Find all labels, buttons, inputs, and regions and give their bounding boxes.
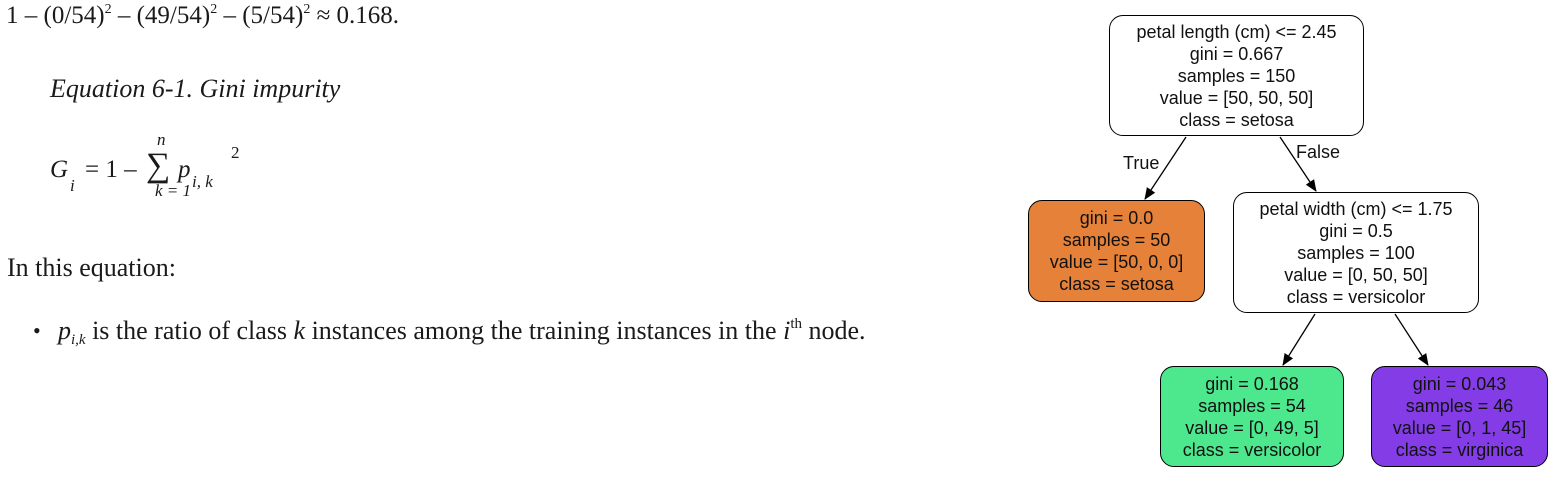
formula-part: ≈ 0.168. <box>310 2 400 29</box>
edge-label-true: True <box>1123 153 1160 173</box>
tree-node-versicolor-leaf: gini = 0.168 samples = 54 value = [0, 49… <box>1160 366 1344 467</box>
edge-split2-to-virginica <box>1394 313 1429 366</box>
summation-upper-limit: n <box>157 130 166 149</box>
equation-subscript-i: i <box>70 176 75 195</box>
symbol-k: k <box>293 316 306 345</box>
formula-part: – (5/54) <box>217 2 304 29</box>
node-line: petal width (cm) <= 1.75 <box>1259 198 1453 219</box>
equation-subscript-ik: i, k <box>192 172 213 191</box>
node-line: samples = 54 <box>1198 395 1306 416</box>
bullet-text-part: node. <box>801 316 866 345</box>
equation-equals: = 1 – <box>85 156 137 183</box>
formula-part: 1 – (0/54) <box>6 2 105 29</box>
node-line: gini = 0.667 <box>1189 43 1284 64</box>
node-line: samples = 50 <box>1062 230 1171 250</box>
exponent: 2 <box>303 2 311 17</box>
node-line: gini = 0.5 <box>1319 220 1393 241</box>
node-line: value = [50, 50, 50] <box>1159 87 1314 108</box>
node-line: petal length (cm) <= 2.45 <box>1136 21 1337 42</box>
node-line: class = virginica <box>1395 439 1524 460</box>
node-line: class = versicolor <box>1182 439 1322 460</box>
node-line: samples = 46 <box>1405 395 1514 416</box>
symbol-p: p <box>58 316 71 345</box>
node-line: value = [50, 0, 0] <box>1049 252 1184 272</box>
node-line: class = setosa <box>1179 109 1294 130</box>
equation-caption: Equation 6-1. Gini impurity <box>50 74 341 103</box>
intro-paragraph: In this equation: <box>7 253 176 282</box>
summation-lower-limit: k = 1 <box>155 181 192 200</box>
equation-symbol-p: p <box>178 156 191 183</box>
formula-part: – (49/54) <box>111 2 211 29</box>
node-line: value = [0, 50, 50] <box>1284 264 1428 285</box>
bullet-icon: • <box>33 318 41 343</box>
subscript-ik: i,k <box>71 332 86 348</box>
symbol-i: i <box>783 316 791 345</box>
tree-node-virginica-leaf: gini = 0.043 samples = 46 value = [0, 1,… <box>1371 366 1548 467</box>
exponent: 2 <box>210 2 218 17</box>
node-line: class = setosa <box>1059 274 1174 294</box>
tree-node-setosa-leaf: gini = 0.0 samples = 50 value = [50, 0, … <box>1028 200 1205 302</box>
gini-example-formula: 1 – (0/54)2 – (49/54)2 – (5/54)2 ≈ 0.168… <box>6 2 399 30</box>
superscript-th: th <box>790 316 802 332</box>
bullet-item: pi,k is the ratio of class k instances a… <box>58 316 866 349</box>
node-line: gini = 0.168 <box>1205 373 1299 394</box>
summation-symbol: ∑ <box>146 147 171 184</box>
node-line: samples = 100 <box>1297 242 1415 263</box>
equation-symbol-g: G <box>50 156 69 183</box>
edge-label-false: False <box>1296 142 1341 162</box>
exponent: 2 <box>104 2 112 17</box>
node-line: value = [0, 1, 45] <box>1392 417 1527 438</box>
edge-root-to-setosa <box>1144 136 1187 200</box>
node-line: class = versicolor <box>1286 286 1426 307</box>
tree-node-root: petal length (cm) <= 2.45 gini = 0.667 s… <box>1109 15 1364 136</box>
node-line: gini = 0.0 <box>1079 208 1154 228</box>
node-line: samples = 150 <box>1177 65 1296 86</box>
node-line: value = [0, 49, 5] <box>1185 417 1319 438</box>
edge-split2-to-versicolor <box>1282 313 1316 366</box>
equation-exponent: 2 <box>231 143 240 162</box>
tree-node-petal-width-split: petal width (cm) <= 1.75 gini = 0.5 samp… <box>1233 192 1479 313</box>
bullet-text-part: instances among the training instances i… <box>305 316 784 345</box>
bullet-text-part: is the ratio of class <box>85 316 294 345</box>
edge-root-to-split2 <box>1279 136 1317 192</box>
node-line: gini = 0.043 <box>1412 373 1507 394</box>
